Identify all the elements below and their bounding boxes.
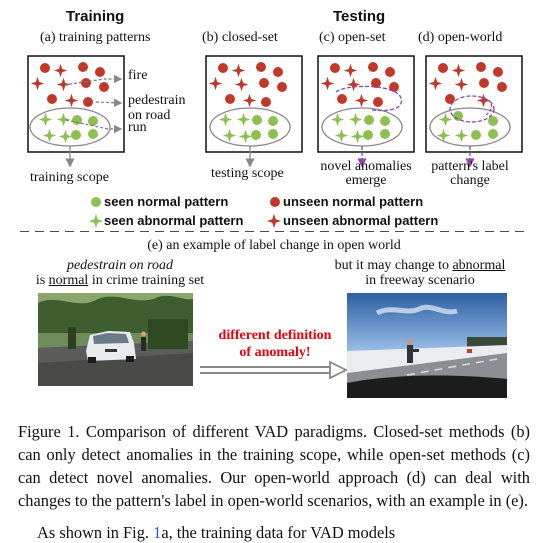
label-on-road: on road bbox=[128, 108, 171, 123]
example-left-2a: is bbox=[35, 273, 49, 288]
body-text-line: As shown in Fig. 1a, the training data f… bbox=[37, 523, 395, 543]
example-left-caption: pedestrain on road is normal in crime tr… bbox=[30, 258, 210, 288]
figure-caption-text: Comparison of different VAD paradigms. C… bbox=[18, 422, 530, 510]
body-pre: As shown in Fig. bbox=[37, 523, 154, 542]
testing-header: Testing bbox=[333, 8, 386, 25]
panel-c-box bbox=[317, 55, 415, 168]
example-right-1b: abnormal bbox=[452, 258, 506, 273]
legend-unseen-abnormal: unseen abnormal pattern bbox=[283, 213, 439, 228]
example-title: (e) an example of label change in open w… bbox=[147, 238, 401, 253]
panel-d-title: (d) open-world bbox=[418, 30, 503, 45]
figure-caption: Figure 1. Comparison of different VAD pa… bbox=[18, 420, 530, 512]
label-training-scope: training scope bbox=[30, 170, 109, 185]
street-photo bbox=[38, 293, 193, 386]
label-novel-1: novel anomalies bbox=[320, 159, 412, 174]
label-novel-anomalies: novel anomalies emerge bbox=[306, 160, 426, 188]
example-left-line1: pedestrain on road bbox=[66, 258, 174, 273]
example-left-2b: normal bbox=[48, 273, 89, 288]
legend-markers bbox=[88, 197, 282, 229]
label-pedestrain: pedestrain bbox=[128, 93, 186, 108]
legend-seen-abnormal: seen abnormal pattern bbox=[104, 213, 244, 228]
legend-unseen-normal: unseen normal pattern bbox=[283, 194, 424, 209]
panel-a-title: (a) training patterns bbox=[40, 30, 151, 45]
example-middle-2: of anomaly! bbox=[239, 345, 311, 360]
training-header: Training bbox=[66, 8, 125, 25]
label-pattern-1: pattern's label bbox=[431, 159, 509, 174]
legend-seen-normal: seen normal pattern bbox=[104, 194, 229, 209]
panel-c-title: (c) open-set bbox=[319, 30, 386, 45]
label-pattern-2: change bbox=[450, 173, 490, 188]
panel-d-box bbox=[425, 55, 523, 168]
panel-b-title: (b) closed-set bbox=[202, 30, 278, 45]
double-arrow-icon bbox=[200, 360, 349, 380]
freeway-photo bbox=[347, 293, 507, 398]
label-testing-scope: testing scope bbox=[211, 166, 284, 181]
panel-a-box bbox=[27, 55, 125, 168]
example-right-1a: but it may change to bbox=[334, 258, 453, 273]
figure-number: Figure 1. bbox=[18, 422, 80, 441]
label-pattern-change: pattern's label change bbox=[414, 160, 526, 188]
label-pedestrain-on-road: pedestrain on road bbox=[128, 93, 186, 123]
example-right-2: in freeway scenario bbox=[365, 273, 475, 288]
example-middle-caption: different definition of anomaly! bbox=[205, 327, 345, 361]
label-run: run bbox=[128, 120, 147, 135]
body-post: a, the training data for VAD models bbox=[161, 523, 396, 542]
label-novel-2: emerge bbox=[345, 173, 387, 188]
paradigm-diagram bbox=[20, 55, 530, 232]
example-middle-1: different definition bbox=[218, 328, 332, 343]
example-right-caption: but it may change to abnormal in freeway… bbox=[300, 258, 540, 288]
example-left-2c: in crime training set bbox=[88, 273, 205, 288]
panel-b-box bbox=[205, 55, 303, 168]
label-fire: fire bbox=[128, 68, 148, 83]
body-ref-link[interactable]: 1 bbox=[153, 523, 162, 542]
